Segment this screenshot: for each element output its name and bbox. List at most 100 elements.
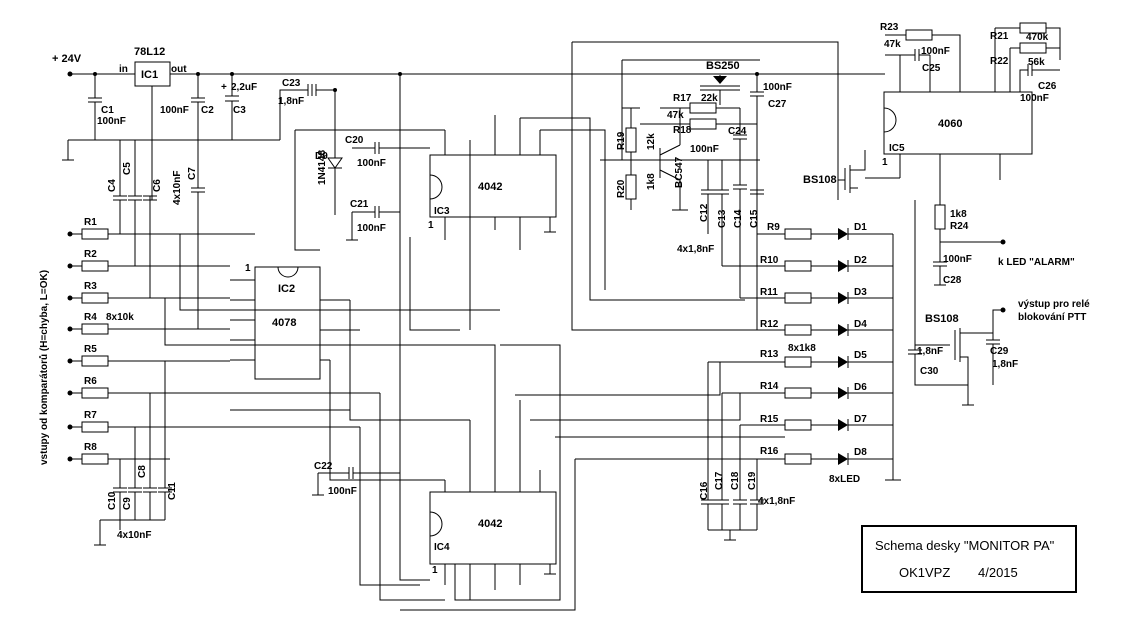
c1-ref: C1 xyxy=(101,105,114,116)
r2 xyxy=(81,260,109,272)
transistor-stage: BS250 R17 22k 47k R18 R19 12k R20 1k8 BC… xyxy=(600,60,792,330)
r12-ref: R12 xyxy=(760,319,779,330)
input-label: vstupy od komparátorů (H=chyba, L=OK) xyxy=(38,270,50,465)
c3-ref: C3 xyxy=(233,105,246,116)
ic4-ref: IC4 xyxy=(434,542,450,553)
r12 xyxy=(784,324,812,336)
c10-ref: C10 xyxy=(107,491,118,510)
r21 xyxy=(1019,22,1047,34)
r18-ref: R18 xyxy=(673,125,692,136)
title-text: Schema desky "MONITOR PA" xyxy=(875,538,1055,553)
c17-ref: C17 xyxy=(714,471,725,490)
r19-ref: R19 xyxy=(616,131,627,150)
regulator-pin-out: out xyxy=(171,64,187,75)
c25-ref: C25 xyxy=(922,63,941,74)
c23-ref: C23 xyxy=(282,78,301,89)
r-in-value: 8x10k xyxy=(106,312,134,323)
inputs-section: vstupy od komparátorů (H=chyba, L=OK) R1… xyxy=(38,140,380,546)
ic5-4060: 4060 IC5 1 xyxy=(882,55,1033,205)
c-mid-low-value: 4x1,8nF xyxy=(758,496,795,507)
r17 xyxy=(689,102,717,114)
c27-value: 100nF xyxy=(763,82,792,93)
r24-ref: R24 xyxy=(950,221,969,232)
r20-ref: R20 xyxy=(616,179,627,198)
d4-ref: D4 xyxy=(854,319,867,330)
r2-ref: R2 xyxy=(84,249,97,260)
r22 xyxy=(1019,42,1047,54)
r15-ref: R15 xyxy=(760,414,779,425)
r11 xyxy=(784,292,812,304)
r3 xyxy=(81,292,109,304)
c15-ref: C15 xyxy=(749,209,760,228)
r11-ref: R11 xyxy=(760,287,778,298)
c19-ref: C19 xyxy=(747,471,758,490)
d6-ref: D6 xyxy=(854,382,867,393)
c18-ref: C18 xyxy=(730,471,741,490)
c26-ref: C26 xyxy=(1038,81,1057,92)
r21-value: 470k xyxy=(1026,32,1049,43)
c7-ref: C7 xyxy=(187,167,198,180)
r13 xyxy=(784,356,812,368)
c3-polarity: + xyxy=(221,82,227,93)
r14-ref: R14 xyxy=(760,381,779,392)
ic3-ref: IC3 xyxy=(434,206,450,217)
c8-ref: C8 xyxy=(137,465,148,478)
ic3-pin1: 1 xyxy=(428,220,434,231)
r1 xyxy=(81,228,109,240)
ic3-part: 4042 xyxy=(478,181,502,193)
r16 xyxy=(784,453,812,465)
ic2-pin1: 1 xyxy=(245,263,251,274)
title-author: OK1VPZ xyxy=(899,565,950,580)
bc547-part: BC547 xyxy=(674,156,685,188)
bs108-out-part: BS108 xyxy=(925,313,959,325)
regulator-ref: IC1 xyxy=(141,69,158,81)
r4 xyxy=(81,323,109,335)
r19-value: 12k xyxy=(646,133,657,150)
r20-value: 1k8 xyxy=(646,173,657,190)
ic4-part: 4042 xyxy=(478,518,502,530)
r9 xyxy=(784,228,812,240)
r24 xyxy=(934,204,946,230)
r7-ref: R7 xyxy=(84,410,97,421)
c1-value: 100nF xyxy=(97,116,126,127)
oscillator-section: R23 47k 100nF C25 R21 470k R22 56k C26 1… xyxy=(803,22,1075,286)
r5 xyxy=(81,355,109,367)
r6 xyxy=(81,387,109,399)
r8-ref: R8 xyxy=(84,442,97,453)
c2-ref: C2 xyxy=(201,105,214,116)
c27-ref: C27 xyxy=(768,99,787,110)
ic2-4078: IC2 4078 1 xyxy=(230,263,360,380)
d7-ref: D7 xyxy=(854,414,867,425)
r20 xyxy=(625,174,637,200)
c20-value: 100nF xyxy=(357,158,386,169)
c-mid-value: 4x1,8nF xyxy=(677,244,714,255)
c22-ref: C22 xyxy=(314,461,333,472)
c24-ref: C24 xyxy=(728,126,747,137)
relay-out-line1: výstup pro relé xyxy=(1018,299,1090,310)
ic4-pin1: 1 xyxy=(432,565,438,576)
c3-value: 2,2uF xyxy=(231,82,257,93)
diode-d9: 1N4148 D9 xyxy=(315,150,343,215)
c29-ref: C29 xyxy=(990,346,1009,357)
c9-ref: C9 xyxy=(122,497,133,510)
r22-value: 56k xyxy=(1028,57,1045,68)
c30-ref: C30 xyxy=(920,366,939,377)
regulator-ic1 xyxy=(134,61,171,87)
r10 xyxy=(784,260,812,272)
r17-ref: R17 xyxy=(673,93,692,104)
r3-ref: R3 xyxy=(84,281,97,292)
ic3-4042: 4042 IC3 1 xyxy=(428,115,557,330)
d1-ref: D1 xyxy=(854,222,867,233)
output-section: BS108 1,8nF C30 C29 1,8nF výstup pro rel… xyxy=(908,200,1090,406)
c23-value: 1,8nF xyxy=(278,96,304,107)
c30-value: 1,8nF xyxy=(917,346,943,357)
bs108-mid-part: BS108 xyxy=(803,174,837,186)
r19 xyxy=(625,127,637,153)
r9-ref: R9 xyxy=(767,222,780,233)
c20-c21: C20 100nF C21 100nF xyxy=(345,135,430,241)
c20-ref: C20 xyxy=(345,135,364,146)
d5-ref: D5 xyxy=(854,350,867,361)
r23-value: 47k xyxy=(884,39,901,50)
ic5-part: 4060 xyxy=(938,118,962,130)
d3-ref: D3 xyxy=(854,287,867,298)
